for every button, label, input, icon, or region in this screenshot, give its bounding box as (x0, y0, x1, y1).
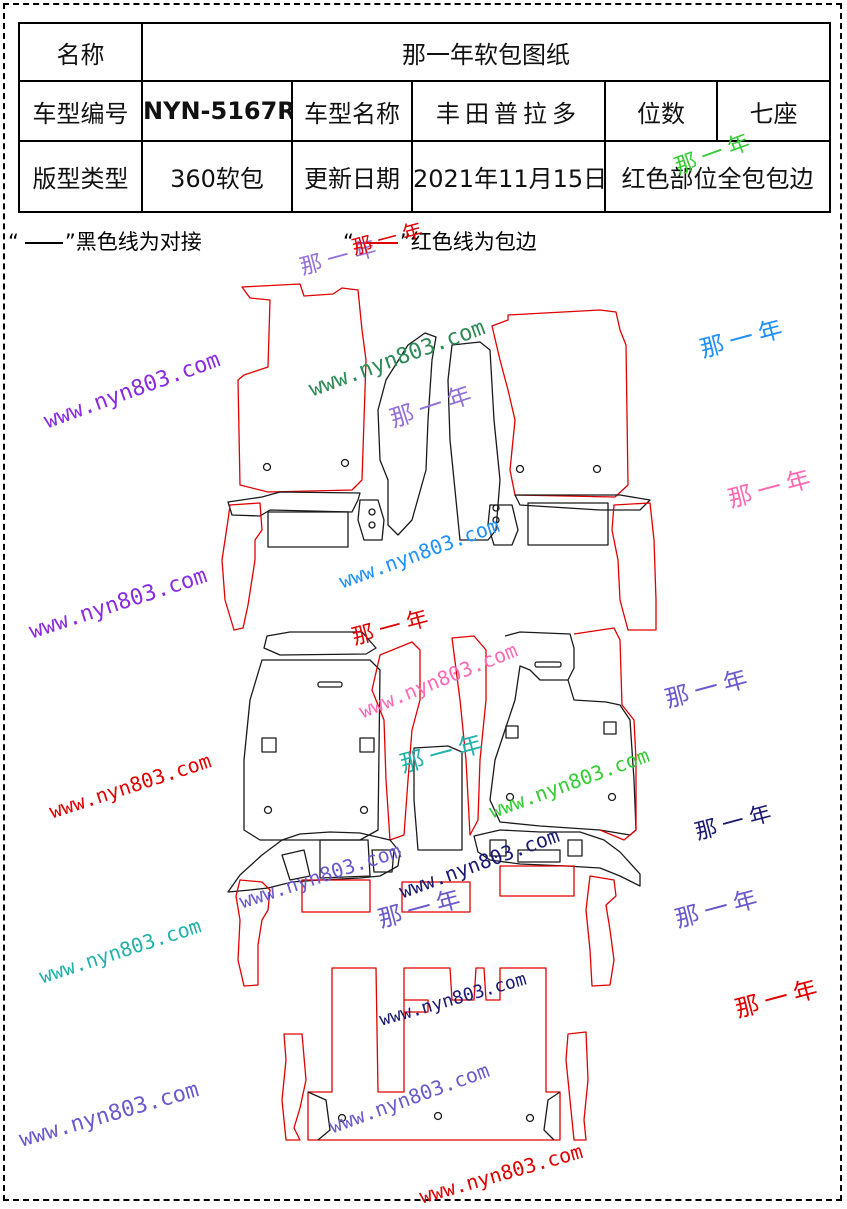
middle-right-tunnel (451, 635, 487, 836)
front-left-tunnel (377, 332, 437, 536)
third-row-right-side (565, 1031, 589, 1141)
middle-center-right-step (401, 881, 471, 913)
front-left-side-panel (221, 502, 263, 631)
legend-black: “ ”黑色线为对接 (8, 226, 202, 256)
legend-black-text: ”黑色线为对接 (64, 230, 202, 254)
type-label: 版型类型 (18, 140, 143, 213)
black-line-sample (24, 242, 63, 244)
front-right-sill (514, 494, 651, 511)
middle-center-left-step (301, 879, 371, 913)
front-left-sill (227, 491, 361, 517)
seats-value: 七座 (716, 80, 831, 142)
front-right-tunnel (447, 341, 501, 541)
middle-right-mat-red (573, 627, 637, 841)
spec-table: 名称 那一年软包图纸 车型编号 NYN-5167R 车型名称 丰田普拉多 位数 … (18, 22, 831, 213)
third-row-left-side (281, 1033, 307, 1141)
middle-left-side-panel (235, 879, 271, 987)
date-label: 更新日期 (291, 140, 413, 213)
middle-right-sill (473, 829, 641, 887)
page-border (3, 3, 842, 1201)
model-code-value: NYN-5167R (141, 80, 293, 142)
middle-right-side-panel (585, 875, 617, 987)
date-value: 2021年11月15日 (411, 140, 606, 213)
third-row-mat (307, 967, 561, 1141)
front-left-mat (237, 283, 367, 493)
middle-left-sill (227, 831, 401, 893)
middle-right-mat (489, 631, 637, 836)
model-name-label: 车型名称 (291, 80, 413, 142)
legend-red-quote: “ (343, 230, 354, 254)
seats-label: 位数 (604, 80, 718, 142)
name-value: 那一年软包图纸 (141, 22, 831, 82)
type-value: 360软包 (141, 140, 293, 213)
legend-red: “ ”红色线为包边 (343, 226, 537, 256)
middle-left-tunnel (371, 641, 421, 841)
legend-red-text: ”红色线为包边 (399, 230, 537, 254)
name-label: 名称 (18, 22, 143, 82)
front-left-seat-box (267, 511, 349, 548)
legend-black-quote: “ (8, 230, 19, 254)
front-right-side-panel (611, 502, 657, 631)
model-code-label: 车型编号 (18, 80, 143, 142)
red-line-sample (359, 242, 398, 244)
front-right-mat (491, 309, 629, 498)
front-right-seat-box (527, 502, 609, 546)
middle-left-mat (243, 659, 381, 841)
middle-right-step (499, 865, 575, 897)
middle-left-cover (263, 631, 377, 656)
middle-center-tunnel (413, 745, 463, 851)
model-name-value: 丰田普拉多 (411, 80, 606, 142)
red-note: 红色部位全包包边 (604, 140, 831, 213)
